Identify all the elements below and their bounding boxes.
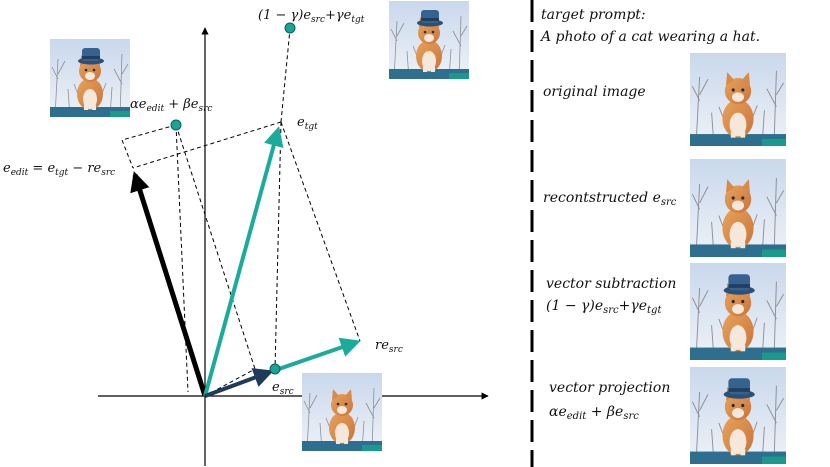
- vector-subtraction-label: vector subtraction (1 − γ)esrc+γetgt: [546, 276, 677, 316]
- interpolation-label: (1 − γ)esrc+γetgt: [258, 8, 365, 25]
- cat-with-hat-photo-icon: [389, 1, 469, 79]
- source-vector-label: esrc: [272, 380, 294, 397]
- target-vector: [203, 126, 284, 397]
- cat-with-hat-photo-icon: [50, 39, 130, 117]
- edit-vector: [130, 171, 208, 397]
- interpolation-point: [284, 22, 296, 34]
- cat-with-hat-photo-icon: [690, 263, 786, 360]
- cat-photo-icon: [302, 373, 382, 451]
- original-image-label: original image: [543, 84, 646, 100]
- scaled-source-label: resrc: [375, 338, 403, 355]
- vector-diagram: (1 − γ)esrc+γetgt αeedit + βesrc etgt ee…: [3, 8, 489, 466]
- cat-photo-icon: [690, 53, 786, 146]
- edit-vector-label: eedit = etgt − resrc: [3, 161, 115, 178]
- cat-photo-icon: [690, 159, 786, 257]
- source-vector: [204, 368, 274, 398]
- projection-point: [170, 119, 182, 131]
- panel-divider: [530, 0, 534, 467]
- scaled-source-vector: [272, 337, 361, 373]
- projection-label: αeedit + βesrc: [130, 97, 212, 114]
- target-prompt: target prompt: A photo of a cat wearing …: [541, 7, 761, 45]
- cat-with-hat-photo-icon: [690, 367, 786, 464]
- source-point: [269, 363, 281, 375]
- target-vector-label: etgt: [297, 115, 318, 132]
- dashed-construction-lines: [121, 28, 361, 397]
- vector-projection-label: vector projection αeedit + βesrc: [549, 380, 671, 422]
- reconstructed-label: recontstructed esrc: [543, 190, 677, 208]
